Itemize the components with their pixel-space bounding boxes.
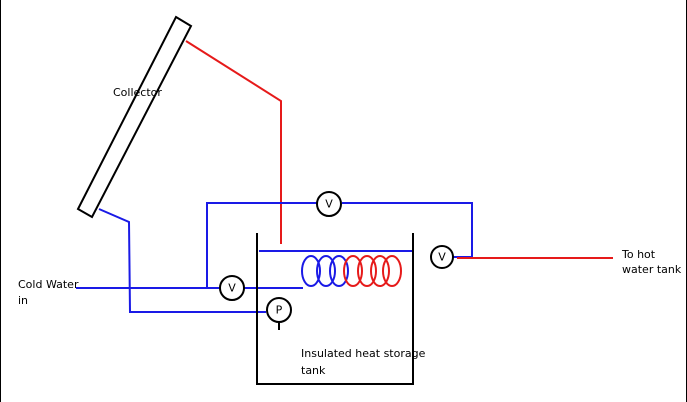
hot-pipe-collector-to-tank — [185, 40, 282, 244]
hot-water-label-line1: To hot — [621, 248, 656, 261]
tank-label-line1: Insulated heat storage — [301, 347, 426, 360]
pump-label: P — [276, 304, 283, 317]
outlet-valve: V — [430, 245, 454, 269]
heat-exchanger-coil-cold — [301, 255, 349, 287]
cold-pipe-collector-to-pump — [98, 208, 266, 313]
bypass-valve-label: V — [325, 198, 333, 211]
bypass-valve-circle — [316, 191, 342, 217]
pump: P — [266, 297, 292, 330]
bypass-pipe-left — [206, 202, 317, 288]
tank-label-line2: tank — [301, 364, 326, 377]
inlet-valve-circle — [219, 275, 245, 301]
hot-water-label-line2: water tank — [622, 263, 682, 276]
outlet-valve-circle — [430, 245, 454, 269]
outlet-valve-label: V — [438, 251, 446, 264]
storage-tank-outline — [256, 233, 414, 385]
inlet-valve: V — [219, 275, 245, 301]
heat-exchanger-coil-hot — [343, 255, 402, 287]
bypass-valve: V — [316, 191, 342, 217]
cold-water-label-line1: Cold Water — [18, 278, 79, 291]
inlet-valve-label: V — [228, 282, 236, 295]
collector-label: Collector — [113, 86, 162, 99]
solar-collector-panel — [76, 15, 193, 219]
cold-water-label-line2: in — [18, 294, 28, 307]
bypass-pipe-right — [342, 202, 473, 258]
